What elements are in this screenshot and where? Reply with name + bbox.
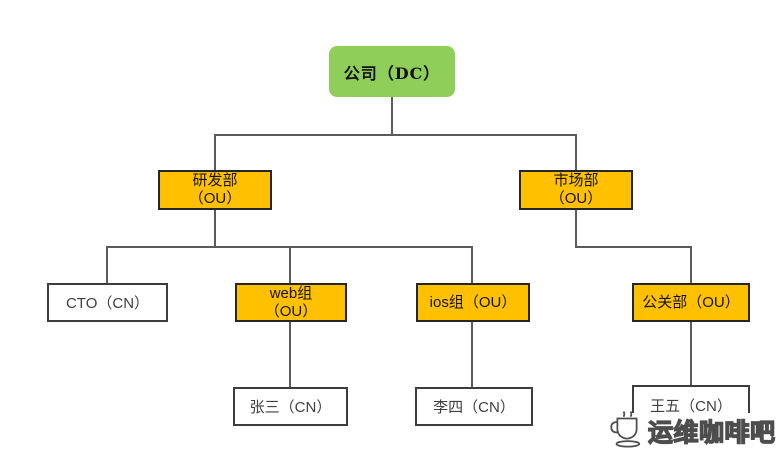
node-pr-ou: 公关部（OU） <box>632 283 750 322</box>
connector-line <box>690 247 692 283</box>
node-web-ou: web组 （OU） <box>235 283 347 322</box>
watermark: 运维咖啡吧 <box>606 411 782 455</box>
node-ios-ou: ios组（OU） <box>416 283 530 322</box>
connector-line <box>575 246 692 248</box>
coffee-cup-icon <box>610 411 641 448</box>
connector-line <box>106 247 108 283</box>
node-cto-cn: CTO（CN） <box>47 283 168 322</box>
connector-line <box>214 134 577 136</box>
connector-line <box>289 322 291 387</box>
connector-line <box>391 97 393 135</box>
node-company-dc: 公司（DC） <box>329 46 455 97</box>
connector-line <box>690 322 692 385</box>
connector-line <box>214 135 216 170</box>
connector-line <box>214 210 216 247</box>
node-marketing-ou: 市场部 （OU） <box>519 170 633 210</box>
connector-line <box>289 247 291 283</box>
connector-line <box>471 247 473 283</box>
connector-line <box>575 210 577 247</box>
connector-line <box>471 322 473 387</box>
connector-line <box>575 135 577 170</box>
node-zhangsan-cn: 张三（CN） <box>233 387 348 426</box>
watermark-text: 运维咖啡吧 <box>647 418 776 447</box>
node-rd-ou: 研发部 （OU） <box>158 170 272 210</box>
node-lisi-cn: 李四（CN） <box>415 387 533 426</box>
